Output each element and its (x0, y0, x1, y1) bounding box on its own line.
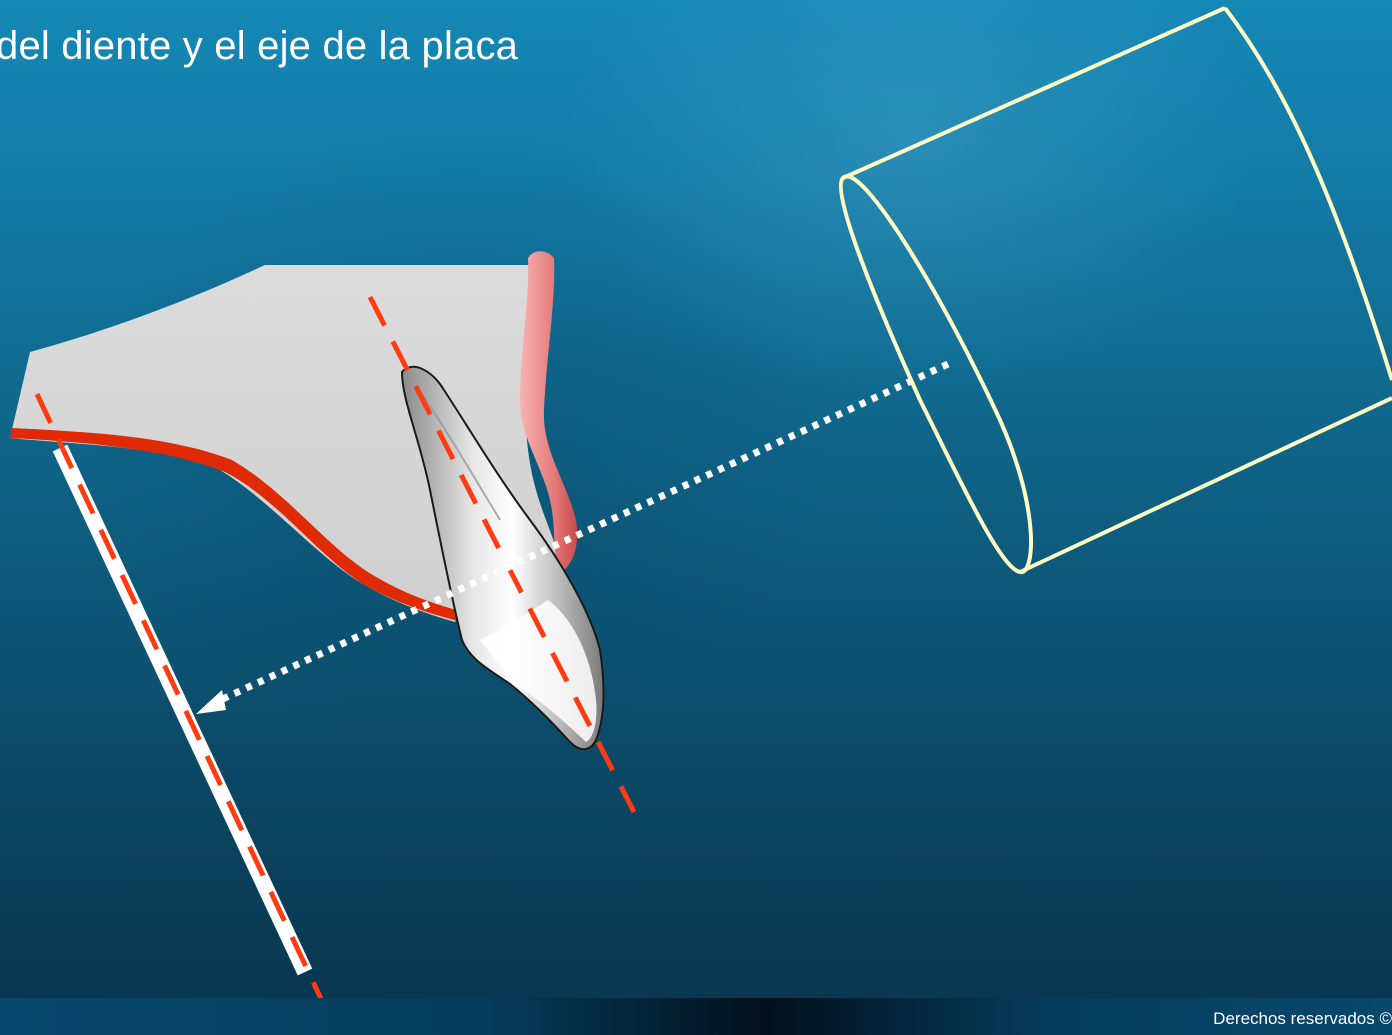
central-ray (196, 360, 950, 714)
tooth-crown-highlight (480, 600, 597, 742)
film-plate (52, 444, 313, 976)
film-axis-dashed (34, 392, 341, 1035)
xray-cone (838, 6, 1392, 574)
ray-arrowhead-icon (196, 690, 226, 714)
footer-bar: Derechos reservados © (0, 998, 1392, 1035)
slide-title: del diente y el eje de la placa (0, 24, 519, 68)
cone-bottom-edge (1019, 396, 1392, 574)
jaw-section (10, 251, 578, 622)
cone-near-ellipse (838, 174, 1034, 574)
jaw-bone (10, 265, 560, 622)
tooth-inner-canal (417, 387, 501, 521)
copyright-text: Derechos reservados © (1213, 1009, 1392, 1028)
cone-top-edge (842, 6, 1226, 180)
lower-gum-line (10, 428, 462, 622)
central-ray-line (212, 360, 950, 707)
cone-far-rim (1223, 6, 1392, 381)
upper-lip-gum (520, 251, 578, 572)
